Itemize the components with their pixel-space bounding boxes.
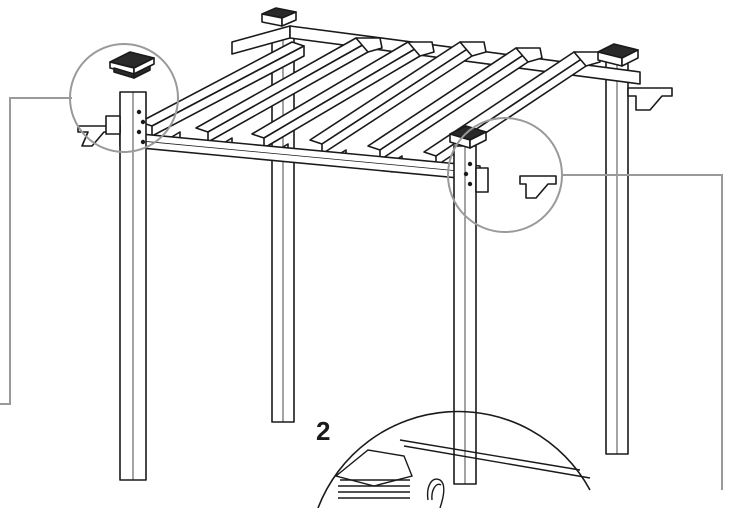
post-cap-back-left [261,7,297,27]
detail-circle [317,410,591,508]
step-number: 2 [316,416,331,446]
callout-leader-right [562,174,723,490]
bracket-front-right [475,167,489,193]
bracket-front-left [77,115,121,147]
rafter-4 [309,41,487,167]
post-cap-front-right [449,125,487,149]
post-cap-front-left [109,51,155,79]
front-cross-beam [119,131,481,181]
detail-view [334,439,591,508]
rafter-3 [251,41,435,161]
post-cap-back-right [597,43,639,67]
front-left-post [119,91,147,481]
bracket-back-right [627,87,673,111]
front-right-post [453,145,477,485]
callout-leader-left [0,97,72,405]
rafter-1 [139,41,305,149]
back-right-post [605,61,629,455]
bracket-loose [519,175,557,199]
